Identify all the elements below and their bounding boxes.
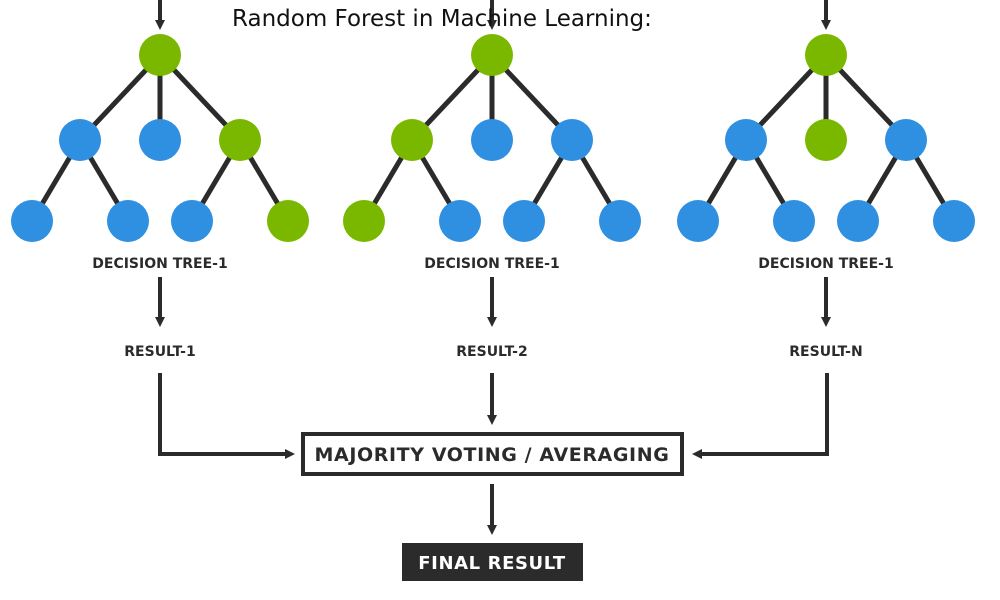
tree-node-root: [471, 34, 513, 76]
tree-node-leaf-3: [837, 200, 879, 242]
tree-node-mid-left: [725, 119, 767, 161]
tree-2-label: DECISION TREE-1: [424, 256, 559, 272]
page-title: Random Forest in Machine Learning:: [232, 6, 652, 32]
result-1-label: RESULT-1: [124, 344, 195, 360]
tree-node-mid-center: [805, 119, 847, 161]
tree-node-root: [139, 34, 181, 76]
final-result-label: FINAL RESULT: [418, 553, 566, 574]
tree-node-mid-center: [471, 119, 513, 161]
tree-1-nodes: [11, 34, 309, 242]
result-n-to-voting-arrow: [692, 373, 829, 459]
result-1-to-voting-arrow: [158, 373, 295, 459]
result-n-label: RESULT-N: [789, 344, 862, 360]
tree-node-leaf-1: [343, 200, 385, 242]
tree-node-mid-right: [219, 119, 261, 161]
tree-node-leaf-3: [171, 200, 213, 242]
tree-1-label: DECISION TREE-1: [92, 256, 227, 272]
final-result-background: [402, 543, 583, 581]
tree-node-leaf-2: [107, 200, 149, 242]
tree-node-mid-right: [551, 119, 593, 161]
tree-node-leaf-1: [677, 200, 719, 242]
tree-3: DECISION TREE-1 RESULT-N: [677, 0, 975, 360]
final-result-box: FINAL RESULT: [402, 543, 583, 581]
tree-node-mid-left: [391, 119, 433, 161]
tree-3-label: DECISION TREE-1: [758, 256, 893, 272]
tree-node-leaf-1: [11, 200, 53, 242]
tree-node-mid-left: [59, 119, 101, 161]
voting-box-border: [301, 432, 684, 476]
tree-node-leaf-4: [599, 200, 641, 242]
tree-node-leaf-3: [503, 200, 545, 242]
tree-node-mid-right: [885, 119, 927, 161]
tree-2-nodes: [343, 34, 641, 242]
result-2-label: RESULT-2: [456, 344, 527, 360]
tree-1: DECISION TREE-1 RESULT-1: [11, 0, 309, 360]
tree-node-leaf-2: [439, 200, 481, 242]
tree-node-mid-center: [139, 119, 181, 161]
tree-3-nodes: [677, 34, 975, 242]
voting-label: MAJORITY VOTING / AVERAGING: [315, 444, 670, 466]
voting-box: MAJORITY VOTING / AVERAGING: [301, 432, 684, 476]
tree-node-leaf-2: [773, 200, 815, 242]
tree-2: DECISION TREE-1 RESULT-2: [343, 0, 641, 360]
tree-node-leaf-4: [933, 200, 975, 242]
tree-node-root: [805, 34, 847, 76]
tree-node-leaf-4: [267, 200, 309, 242]
